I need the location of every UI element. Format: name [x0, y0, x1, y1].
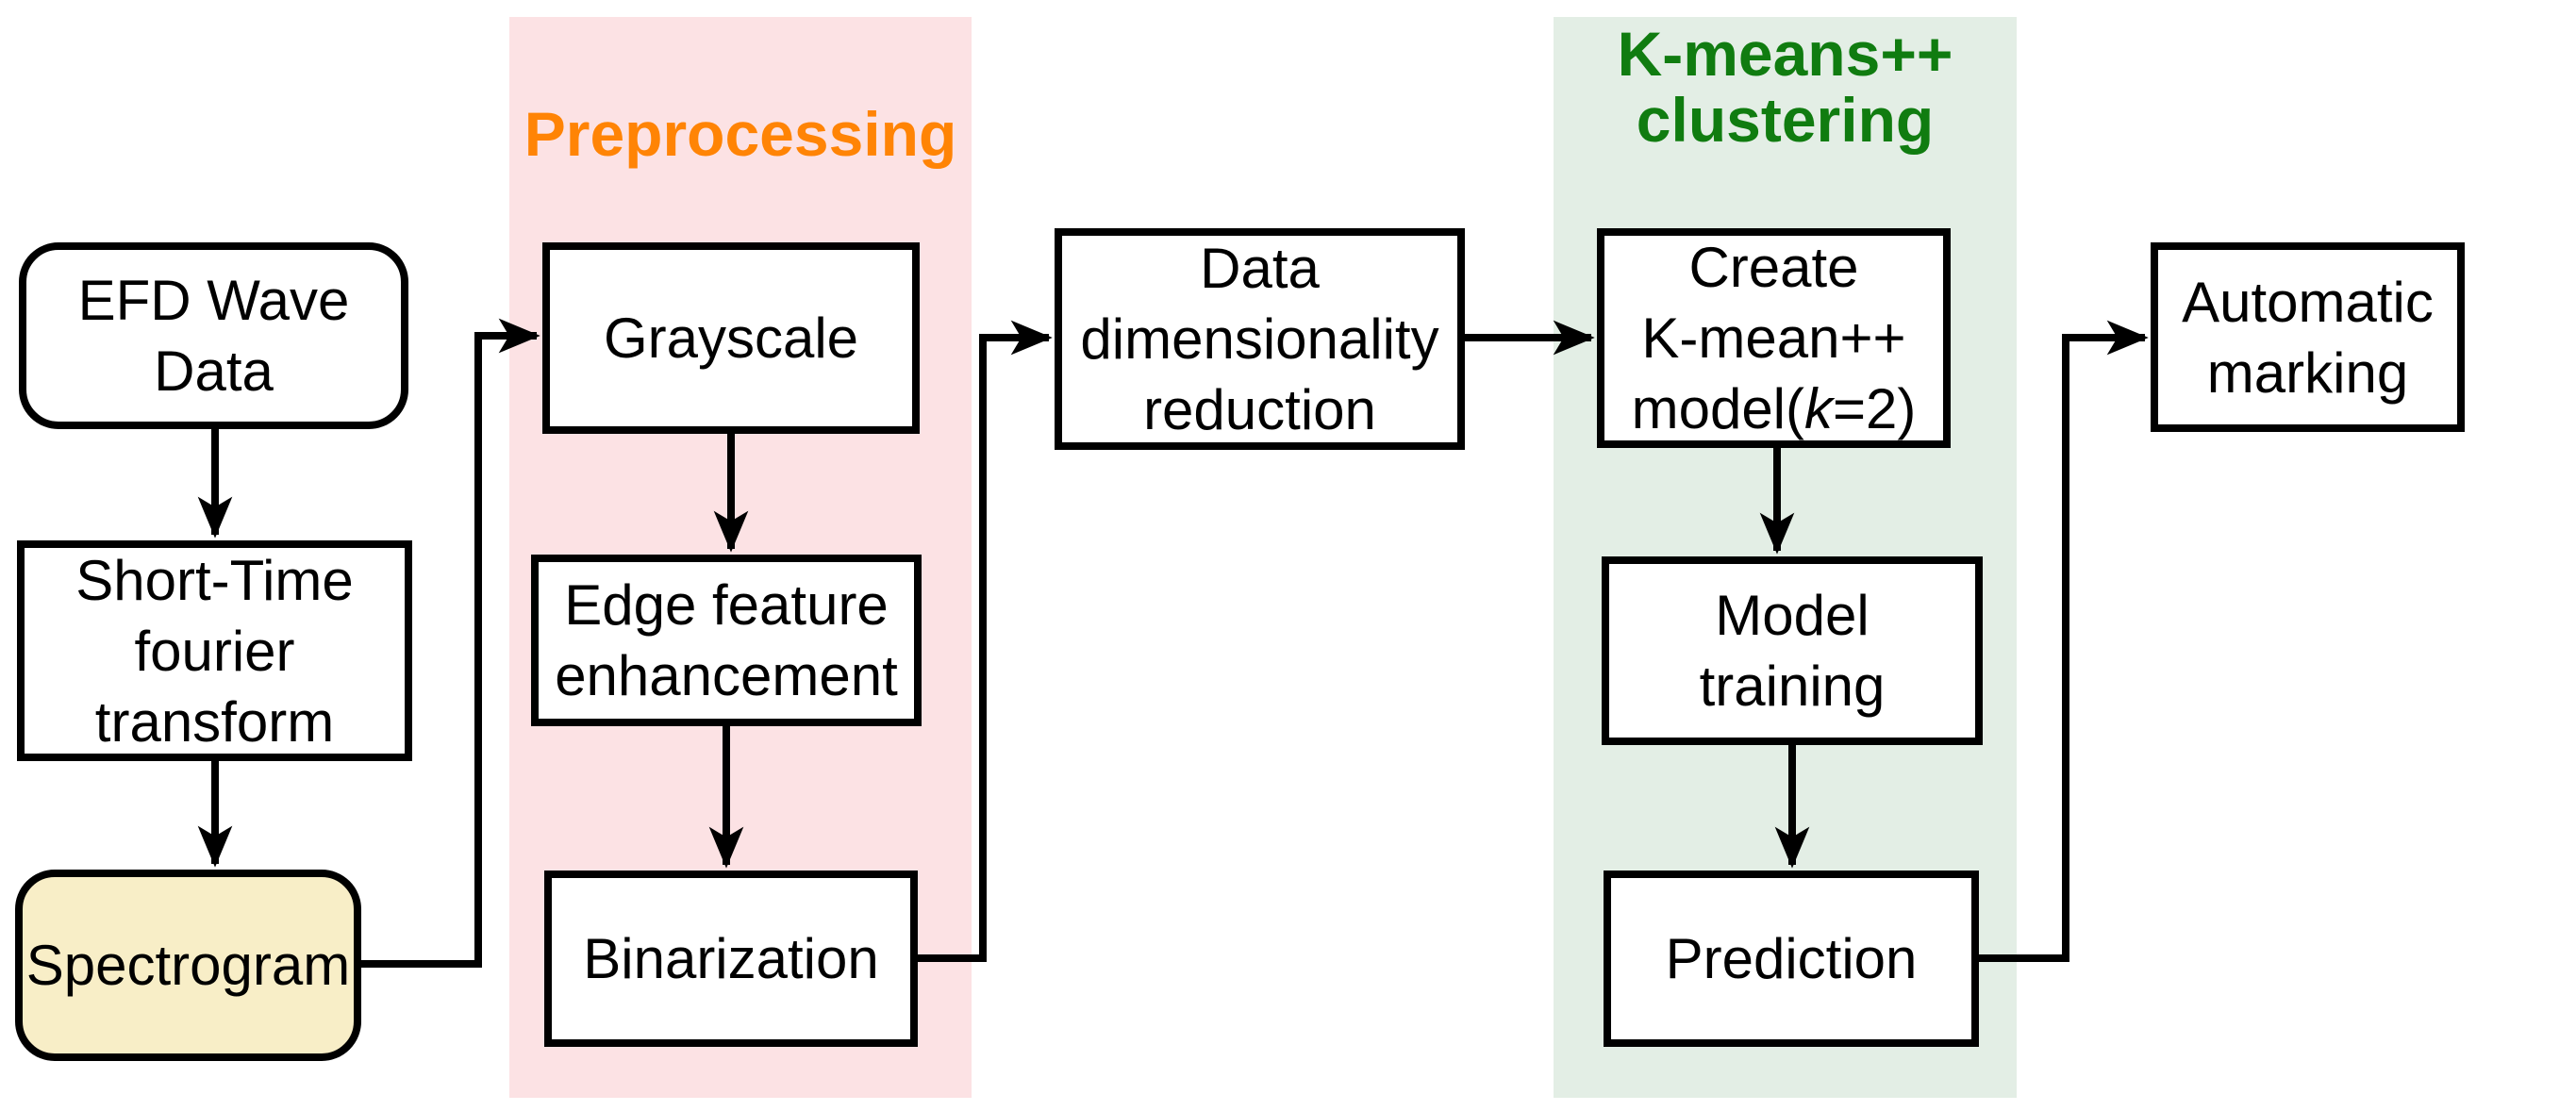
node-efd-line2: Data: [154, 340, 274, 403]
node-model-training: Model training: [1602, 556, 1983, 745]
kmeans-title-line1: K-means++: [1617, 19, 1953, 89]
node-edge-line1: Edge feature: [564, 573, 889, 637]
node-edge-feature-enhancement: Edge feature enhancement: [531, 555, 922, 726]
node-efd-line1: EFD Wave: [77, 269, 350, 332]
kmeans-title: K-means++ clustering: [1554, 21, 2017, 153]
node-create-line3-k: k: [1804, 377, 1833, 440]
node-model-line2: training: [1699, 655, 1886, 718]
node-prediction-label: Prediction: [1665, 927, 1918, 990]
node-data-dimensionality-reduction: Data dimensionality reduction: [1055, 228, 1465, 450]
node-binarization-label: Binarization: [583, 927, 879, 990]
node-create-line3-post: =2): [1833, 377, 1917, 440]
node-grayscale-label: Grayscale: [603, 307, 859, 370]
node-stft-line1: Short-Time: [75, 548, 354, 612]
node-datadim-line3: reduction: [1143, 378, 1376, 441]
node-stft-line2: fourier: [134, 619, 295, 683]
node-grayscale: Grayscale: [542, 242, 920, 434]
node-automatic-marking: Automatic marking: [2151, 242, 2465, 432]
node-binarization: Binarization: [544, 871, 918, 1047]
node-create-line3: model(k=2): [1632, 373, 1917, 444]
node-create-line1: Create: [1688, 236, 1859, 299]
preprocessing-title-text: Preprocessing: [524, 99, 957, 169]
preprocessing-title: Preprocessing: [509, 101, 972, 167]
node-spectrogram: Spectrogram: [15, 870, 361, 1061]
node-create-kmeans-model: Create K-mean++ model(k=2): [1597, 228, 1951, 448]
node-efd-wave-data: EFD Wave Data: [19, 242, 408, 429]
node-datadim-line1: Data: [1200, 237, 1320, 300]
node-automatic-line2: marking: [2206, 340, 2409, 405]
node-create-line2: K-mean++: [1641, 307, 1906, 370]
node-create-line3-pre: model(: [1631, 377, 1804, 440]
node-prediction: Prediction: [1604, 871, 1979, 1047]
kmeans-title-line2: clustering: [1636, 85, 1935, 155]
node-datadim-line2: dimensionality: [1080, 307, 1439, 371]
node-model-line1: Model: [1715, 584, 1870, 647]
node-spectrogram-label: Spectrogram: [25, 934, 351, 997]
node-automatic-line1: Automatic: [2182, 270, 2434, 334]
node-short-time-fourier-transform: Short-Time fourier transform: [17, 540, 412, 761]
node-stft-line3: transform: [94, 689, 335, 754]
node-edge-line2: enhancement: [555, 644, 898, 707]
